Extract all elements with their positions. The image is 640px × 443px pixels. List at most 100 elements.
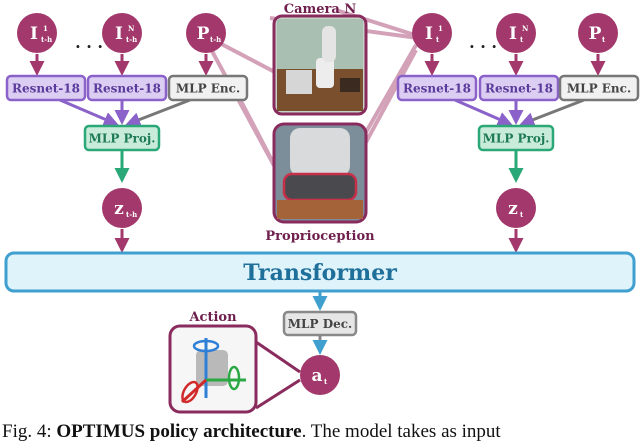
node-in-left-circle (102, 13, 142, 53)
resnet-box-n-left: Resnet-18 (86, 74, 168, 102)
mlp-proj-box-left-rect (83, 124, 161, 152)
node-p-left-sub: t-h (210, 35, 221, 44)
ellipsis-left: . . . (75, 33, 103, 52)
resnet-box-1-left: Resnet-18 (5, 74, 87, 102)
node-p-right-sub: t (602, 35, 606, 44)
node-in-left-sub: t-h (126, 35, 137, 44)
node-z-right-main: z (508, 199, 518, 219)
node-z-right-sub: t (520, 210, 524, 219)
resnet-box-n-right-rect (478, 74, 560, 102)
mlp-proj-box-right-rect (477, 124, 555, 152)
node-i1-left-main: I (30, 24, 38, 44)
camera-robot-upper (322, 26, 336, 62)
caption-prefix: Fig. 4: (2, 421, 57, 442)
mlp-dec-box: MLP Dec. (282, 310, 358, 337)
camera-label: Camera N (284, 2, 357, 17)
resnet-box-1-right: Resnet-18 (396, 74, 478, 102)
node-in-right-circle (496, 13, 536, 53)
mlp-proj-box-left-label: MLP Proj. (89, 131, 156, 145)
action-connector-bottom (255, 378, 301, 410)
caption-rest: . The model takes as input (301, 421, 501, 442)
resnet-box-1-right-rect (396, 74, 478, 102)
action-rotation-x-icon (181, 380, 199, 404)
arrows (29, 54, 606, 355)
resnet-box-n-left-label: Resnet-18 (93, 81, 161, 95)
mlp-proj-box-right-label: MLP Proj. (483, 131, 550, 145)
resnet-box-n-right: Resnet-18 (478, 74, 560, 102)
node-action-sub: t (324, 377, 328, 386)
connector-line (335, 8, 419, 38)
mlp-enc-box-left: MLP Enc. (167, 74, 249, 102)
mlp-proj-box-left: MLP Proj. (83, 124, 161, 152)
action-connector-top (255, 340, 301, 374)
action-rotation-y-icon (227, 365, 241, 391)
mlp-enc-box-right-label: MLP Enc. (567, 81, 631, 95)
proprio-robot-head (290, 128, 350, 176)
node-z-left-main: z (114, 199, 124, 219)
node-action-circle (300, 355, 340, 395)
arrow-resnet1-proj-left (59, 98, 119, 127)
resnet-box-1-left-rect (5, 74, 87, 102)
node-in-left-main: I (115, 24, 123, 44)
node-p-left-main: P (197, 24, 210, 44)
camera-robot-arm (316, 58, 334, 88)
camera-block (340, 78, 360, 92)
arrow-resnet1-proj-right (454, 98, 513, 127)
action-axis-x (180, 378, 208, 404)
mlp-enc-box-right-rect (558, 74, 640, 102)
node-i1-right-circle (412, 13, 452, 53)
node-z-left-sub: t-h (126, 210, 137, 219)
node-i1-left-sup: 1 (43, 24, 48, 33)
transformer-box: Transformer (4, 251, 636, 293)
ellipsis-right: . . . (469, 33, 497, 52)
action-view (168, 324, 301, 414)
mlp-dec-box-rect (282, 310, 358, 337)
resnet-box-n-left-rect (86, 74, 168, 102)
figure-caption: Fig. 4: OPTIMUS policy architecture. The… (2, 421, 640, 443)
mlp-proj-box-right: MLP Proj. (477, 124, 555, 152)
camera-view (272, 14, 368, 116)
mlp-enc-box-left-rect (167, 74, 249, 102)
proprio-table (277, 200, 363, 219)
proprioception-label: Proprioception (265, 229, 375, 244)
node-in-right-main: I (509, 24, 517, 44)
arrow-enc-proj-right (519, 98, 585, 127)
pictures (168, 14, 368, 414)
node-p-left-circle (186, 13, 226, 53)
proprioception-view (272, 122, 368, 224)
mlp-enc-box-right: MLP Enc. (558, 74, 640, 102)
node-i1-right-sub: t (436, 35, 440, 44)
action-gripper-body (196, 350, 228, 386)
node-p-right-main: P (589, 24, 602, 44)
mlp-dec-box-label: MLP Dec. (288, 317, 352, 331)
node-i1-left-sub: t-h (41, 35, 52, 44)
node-in-right-sub: t (520, 35, 524, 44)
transformer-box-label: Transformer (243, 260, 397, 286)
proprio-gripper (282, 172, 358, 202)
action-label: Action (188, 310, 237, 325)
node-action-main: a (311, 366, 322, 386)
caption-bold: OPTIMUS policy architecture (56, 421, 302, 442)
camera-plate (286, 70, 312, 94)
node-i1-right-main: I (425, 24, 433, 44)
node-p-right-circle (578, 13, 618, 53)
resnet-box-1-left-label: Resnet-18 (12, 81, 80, 95)
node-i1-left-circle (17, 13, 57, 53)
node-in-right-sup: N (522, 24, 529, 33)
resnet-box-n-right-label: Resnet-18 (485, 81, 553, 95)
node-i1-right-sup: 1 (438, 24, 443, 33)
node-z-left-circle (102, 188, 142, 228)
boxes: . . . . . . Resnet-18 Resnet-18 MLP Enc. Resn… (4, 2, 640, 337)
action-rotation-z-icon (192, 339, 220, 353)
mlp-enc-box-left-label: MLP Enc. (176, 81, 240, 95)
